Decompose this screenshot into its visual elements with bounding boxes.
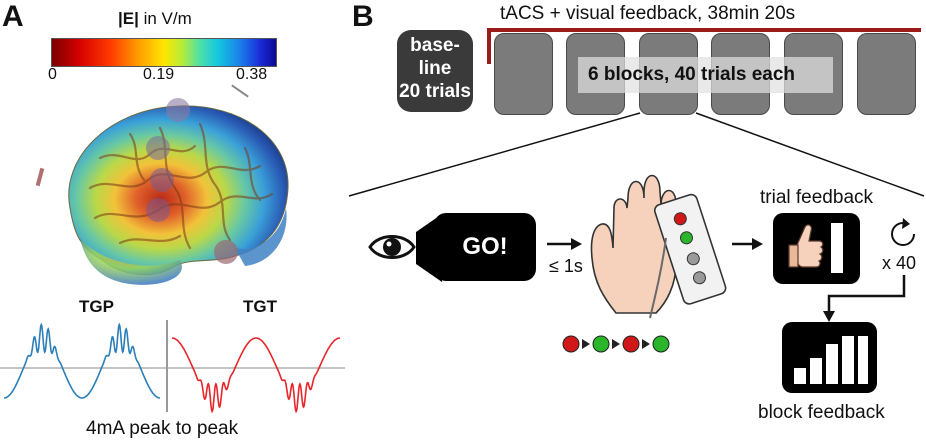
sequence-red-2 (622, 335, 640, 353)
efield-symbol: |E| (118, 9, 139, 28)
repeat-count-label: x 40 (882, 253, 917, 273)
hand-on-button-box (590, 174, 727, 319)
sequence-green-1 (592, 335, 610, 353)
stim-block-1 (494, 33, 553, 115)
tgt-label: TGT (243, 297, 277, 316)
go-to-hand-arrowhead (571, 238, 582, 250)
waveform-caption: 4mA peak to peak (86, 418, 239, 439)
block-feedback-bar-3 (826, 344, 838, 384)
sequence-red-1 (562, 335, 580, 353)
colorbar-title: |E| in V/m (118, 9, 192, 29)
button-box (653, 193, 727, 305)
panel-b-letter: B (352, 0, 374, 33)
colorbar-tick-max: 0.38 (236, 66, 268, 83)
gray-button-1 (686, 252, 700, 266)
sequence-arrow-2 (612, 339, 620, 349)
baseline-line1: base- (410, 35, 460, 56)
blocks-banner: 6 blocks, 40 trials each (578, 57, 833, 93)
repeat-to-block-arrow-line (827, 275, 906, 314)
button-press-sequence (562, 335, 670, 353)
block-feedback-label: block feedback (758, 402, 885, 423)
tgp-label: TGP (79, 297, 114, 316)
brain-efield-map (40, 88, 300, 293)
tgt-waveform (172, 337, 340, 414)
sequence-arrow-3 (642, 339, 650, 349)
sequence-arrow-1 (582, 339, 590, 349)
repeat-loop-arrowhead (902, 218, 910, 229)
tgp-waveform (4, 322, 160, 399)
red-button (673, 212, 687, 226)
colorbar-tick-min: 0 (48, 66, 57, 83)
gray-button-2 (692, 271, 706, 285)
stimulation-bar-start-tick (487, 28, 491, 64)
stimulation-label: tACS + visual feedback, 38min 20s (500, 3, 796, 24)
eye-view-cone (416, 214, 442, 282)
zoom-line-left (348, 112, 641, 197)
brain-svg (68, 98, 289, 285)
efield-colorbar (51, 38, 277, 67)
block-feedback-bar-1 (794, 368, 806, 384)
repeat-loop-icon (891, 222, 915, 246)
timing-label: ≤ 1s (549, 256, 583, 276)
green-button (679, 231, 693, 245)
waveform-plot (0, 320, 345, 414)
button-box-cable (649, 237, 667, 319)
baseline-line2: line (418, 58, 452, 79)
baseline-line3: 20 trials (399, 81, 471, 102)
colorbar-tick-mid: 0.19 (143, 66, 175, 83)
trial-feedback-box (773, 213, 860, 284)
hand-icon (590, 174, 677, 314)
block-feedback-bar-4 (842, 336, 854, 384)
stimulation-bar (487, 28, 921, 32)
sequence-green-2 (652, 335, 670, 353)
go-stimulus: GO! (434, 213, 536, 281)
response-to-feedback-arrowhead (752, 238, 763, 250)
zoom-line-right (695, 112, 925, 197)
repeat-to-block-arrowhead (823, 311, 835, 322)
thumbs-up-icon (788, 223, 843, 273)
efield-unit: in V/m (138, 9, 192, 28)
baseline-block: base- line 20 trials (397, 30, 473, 112)
panel-a-letter: A (2, 0, 24, 33)
trial-feedback-label: trial feedback (760, 187, 874, 208)
block-feedback-bar-2 (810, 358, 822, 384)
stim-block-6 (857, 33, 916, 115)
block-feedback-bars (794, 336, 868, 384)
eye-icon (368, 235, 416, 259)
trial-feedback-bar (831, 223, 843, 273)
block-feedback-bar-5 (858, 336, 868, 384)
block-feedback-box (782, 322, 877, 393)
